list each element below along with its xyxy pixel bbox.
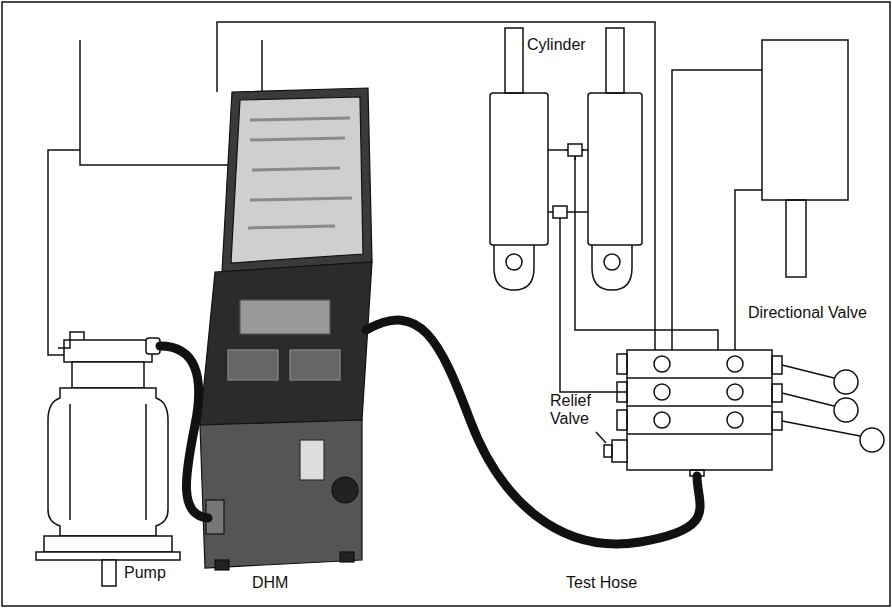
- part-label: Directional Valve: [748, 304, 867, 322]
- part-label: DHM: [252, 574, 288, 592]
- part-label: Test Hose: [566, 574, 637, 592]
- part-label: Relief Valve: [550, 392, 600, 428]
- part-label: Pump: [124, 564, 166, 582]
- part-label: Cylinder: [527, 36, 586, 54]
